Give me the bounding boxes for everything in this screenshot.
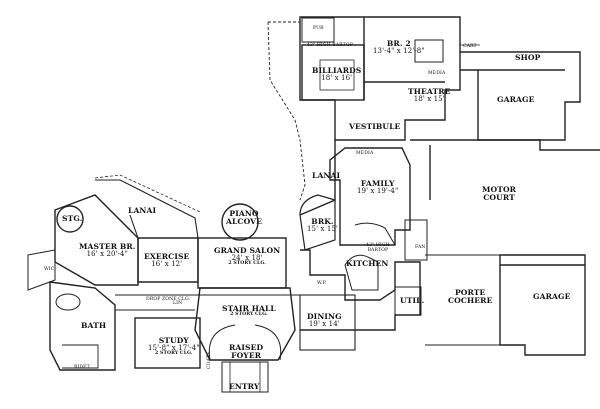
master-bedroom (54, 194, 139, 286)
kitchen-label: KITCHEN (346, 259, 389, 268)
billiards-table (319, 59, 355, 91)
entry-label: ENTRY (229, 382, 260, 391)
garage-bottom-label: GARAGE (533, 292, 571, 301)
closet-left (27, 249, 56, 291)
study (134, 317, 201, 369)
study-label: STUDY 15'-8" x 17'-4" 2 STORY CLG. (148, 336, 200, 357)
wic-label: WIC (44, 267, 55, 272)
util-room (394, 286, 422, 316)
raised-foyer-label: RAISED FOYER (229, 343, 264, 360)
vanity (62, 344, 99, 369)
util-label: UTIL. (400, 296, 425, 305)
pub-room (301, 17, 335, 43)
theatre-label: THEATRE 18' x 15' (408, 87, 451, 103)
cart-label: CART (463, 44, 477, 49)
bath-label: BATH (81, 321, 107, 330)
storage-label: STG. (62, 214, 83, 223)
closet-br2 (414, 39, 444, 63)
master-bedroom-label: MASTER BR. 16' x 20'-4" (79, 242, 136, 258)
kitchen-counter (354, 222, 396, 246)
piano-alcove-label: PIANO ALCOVE (226, 209, 263, 226)
bath (49, 281, 116, 371)
media-mid-label: MEDIA (356, 151, 374, 156)
tub (55, 293, 81, 311)
breakfast-bay (299, 194, 336, 251)
family-room-wall (329, 147, 411, 246)
motor-court-label: MOTOR COURT (482, 185, 517, 202)
lanai-left (95, 179, 199, 239)
drop-zone-label: DROP ZONE CLG. (146, 297, 191, 302)
grand-salon-label: GRAND SALON 24' x 18' 2 STORY CLG. (214, 246, 281, 267)
br2-label: BR. 2 13'-4" x 12'-8" (373, 39, 425, 55)
lanai-left-trellis (94, 174, 201, 213)
garage-bottom-wall (499, 254, 586, 356)
linen-label: LIN (173, 301, 183, 306)
coats-label: COATS (207, 351, 213, 369)
bartop-kitchen-label: 42" HIGH BARTOP (366, 243, 390, 253)
storage-round (56, 205, 84, 233)
family-label: FAMILY 19' x 19'-4" (357, 179, 399, 195)
dining-room (299, 294, 356, 351)
exercise-label: EXERCISE 16' x 12' (144, 252, 190, 268)
pub-label: PUB (313, 26, 324, 31)
brk-label: BRK. 15' x 15' (307, 217, 338, 233)
fan-stair (404, 219, 428, 261)
stair-hall-label: STAIR HALL 2 STORY CLG. (222, 304, 276, 317)
entry-porch (221, 361, 269, 393)
garage-top-label: GARAGE (497, 95, 535, 104)
spiral-stair-left (208, 324, 236, 361)
lanai-right-label: LANAI (312, 171, 341, 180)
dining-label: DINING 19' x 14' (307, 312, 342, 328)
porte-cochere-label: PORTE COCHERE (448, 288, 493, 305)
billiards-label: BILLIARDS 18' x 16' (312, 66, 362, 82)
shop-label: SHOP (515, 53, 541, 62)
stair-hall (194, 287, 296, 361)
kitchen-island (344, 254, 379, 291)
vestibule-label: VESTIBULE (349, 122, 401, 131)
wp-label: W.P. (317, 281, 327, 286)
trellis-outline (267, 21, 306, 201)
lanai-left-label: LANAI (128, 206, 157, 215)
motor-court-outline (410, 139, 600, 200)
bartop-label: 42" HIGH BARTOP (307, 43, 353, 48)
spiral-stair-right (254, 324, 282, 361)
fan-label: FAN (415, 245, 426, 250)
bidet-label: BIDET (74, 365, 90, 370)
media-top-label: MEDIA (428, 71, 446, 76)
shop-garage-wall (460, 51, 581, 141)
piano-alcove (221, 203, 259, 241)
